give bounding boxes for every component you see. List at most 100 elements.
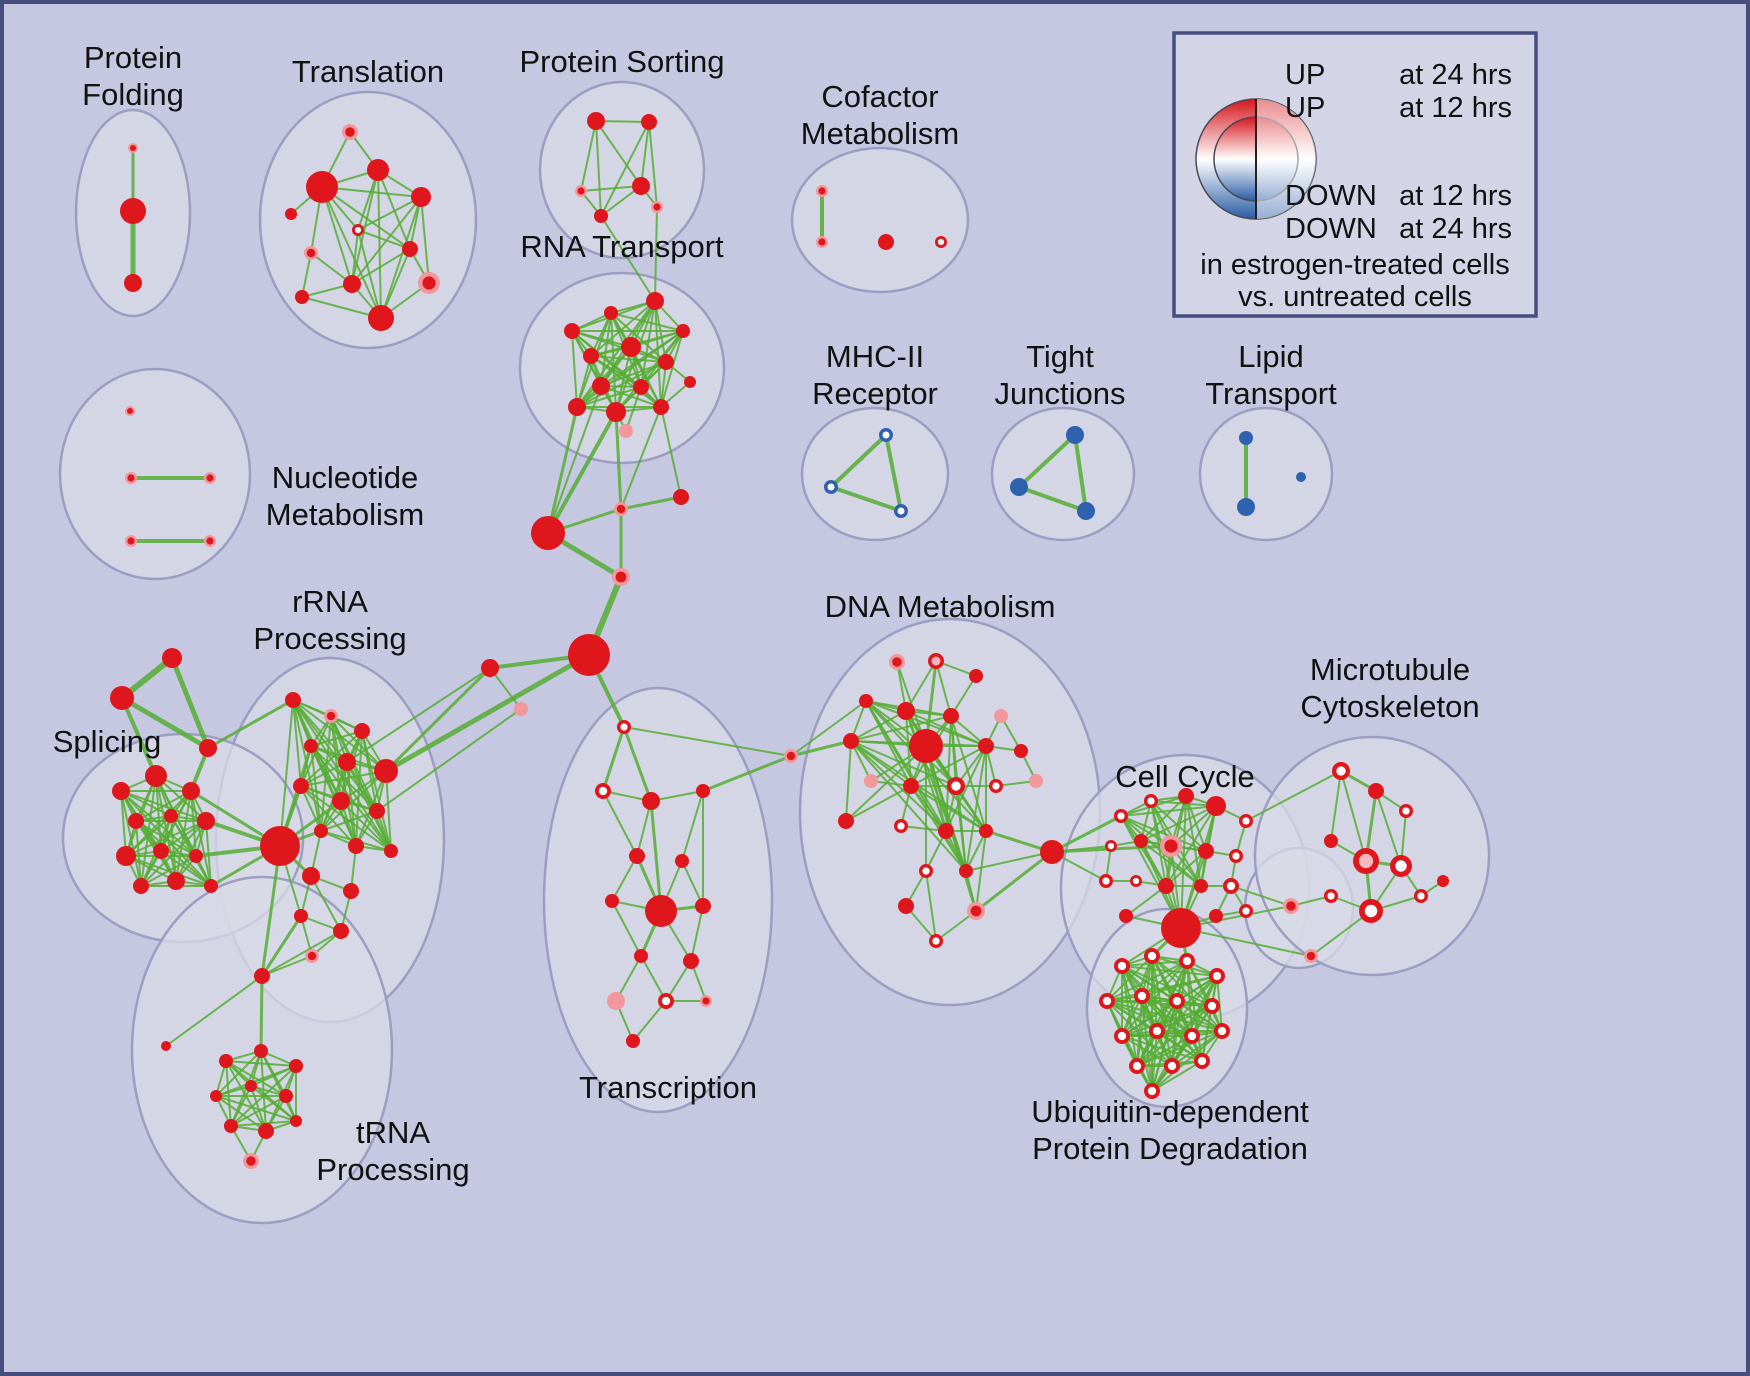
node-q5: [675, 854, 689, 868]
cluster-cofactor-metabolism: [790, 146, 970, 294]
cluster-label-tight-junctions: Junctions: [995, 376, 1126, 411]
node-cm1: [816, 185, 828, 197]
node-tn2: [254, 1044, 268, 1058]
edge: [615, 330, 684, 413]
node-m1: [1332, 762, 1350, 780]
node-d13: [903, 778, 919, 794]
edge: [845, 740, 852, 822]
node-tn7: [224, 1119, 238, 1133]
edge: [357, 196, 422, 231]
cluster-label-ubiquitin-degradation: Protein Degradation: [1032, 1131, 1308, 1166]
node-t4: [411, 187, 431, 207]
edge: [1106, 955, 1153, 1002]
cluster-label-microtubule-cytoskeleton: Microtubule: [1310, 652, 1470, 687]
edge: [654, 300, 662, 408]
node-d19: [938, 823, 954, 839]
edge: [611, 900, 642, 957]
edge: [170, 815, 177, 882]
node-tj1: [1066, 426, 1084, 444]
edge: [850, 740, 967, 872]
cluster-protein-sorting: [538, 80, 706, 260]
edge: [120, 696, 158, 778]
node-t1: [342, 124, 358, 140]
node-sp12: [204, 879, 218, 893]
node-d6: [943, 708, 959, 724]
node-r9: [369, 803, 385, 819]
node-rt7: [658, 354, 674, 370]
edge: [377, 169, 382, 319]
node-ps1: [587, 112, 605, 130]
edge: [1120, 815, 1202, 887]
node-rt11: [606, 402, 626, 422]
node-q14: [626, 1034, 640, 1048]
legend-time-label: at 12 hrs: [1399, 92, 1512, 124]
node-tn8: [258, 1123, 274, 1139]
edge: [547, 385, 602, 534]
edge: [595, 120, 642, 187]
node-sp6: [197, 812, 215, 830]
edge: [1151, 1030, 1158, 1092]
node-d16: [1029, 774, 1043, 788]
edge: [135, 790, 192, 822]
edge: [576, 346, 632, 408]
node-tn10: [161, 1041, 171, 1051]
edge: [935, 660, 952, 717]
node-q10: [683, 953, 699, 969]
node-r3: [354, 723, 370, 739]
edge: [1186, 960, 1223, 1032]
node-t3: [367, 159, 389, 181]
node-mh1: [879, 428, 893, 442]
edge: [829, 433, 888, 489]
node-cc9: [1198, 843, 1214, 859]
node-d23: [898, 898, 914, 914]
edge: [155, 775, 207, 822]
node-m7: [1324, 889, 1338, 903]
edge: [125, 815, 172, 857]
edge: [300, 785, 357, 847]
edge: [850, 740, 957, 787]
edge: [259, 974, 264, 1053]
edge: [965, 830, 987, 872]
edge: [865, 700, 987, 747]
edge: [140, 855, 197, 887]
edge: [1310, 910, 1372, 957]
edge: [905, 710, 912, 787]
node-lt3: [1296, 472, 1306, 482]
edge: [292, 699, 302, 787]
node-rt8: [592, 377, 610, 395]
edge: [320, 810, 378, 832]
edge: [1120, 805, 1217, 817]
node-cc15: [1223, 878, 1239, 894]
node-x3: [199, 739, 217, 757]
node-c4: [612, 568, 630, 586]
node-cc0: [1040, 840, 1064, 864]
edge: [1245, 770, 1342, 822]
node-tn5: [245, 1080, 257, 1092]
node-u16: [1144, 1083, 1160, 1099]
edge: [576, 330, 684, 408]
edge: [660, 406, 682, 498]
edge: [260, 914, 303, 978]
edge: [620, 406, 662, 510]
node-rt12: [653, 399, 669, 415]
node-m5: [1353, 848, 1379, 874]
node-cc8: [1160, 835, 1182, 857]
node-bq: [784, 749, 798, 763]
node-x1: [162, 648, 182, 668]
legend-direction-label: DOWN: [1285, 180, 1377, 212]
node-c3: [673, 489, 689, 505]
edge: [279, 699, 294, 847]
node-m10: [1437, 875, 1449, 887]
node-rt2: [604, 306, 618, 320]
edge: [230, 1095, 287, 1127]
edge: [160, 820, 207, 852]
edge: [310, 875, 342, 932]
node-u1: [1114, 958, 1130, 974]
node-rt5: [583, 348, 599, 364]
legend-direction-label: UP: [1285, 92, 1325, 124]
edge: [649, 799, 663, 913]
node-q8: [695, 898, 711, 914]
edge: [215, 1050, 262, 1097]
edge: [580, 185, 642, 192]
